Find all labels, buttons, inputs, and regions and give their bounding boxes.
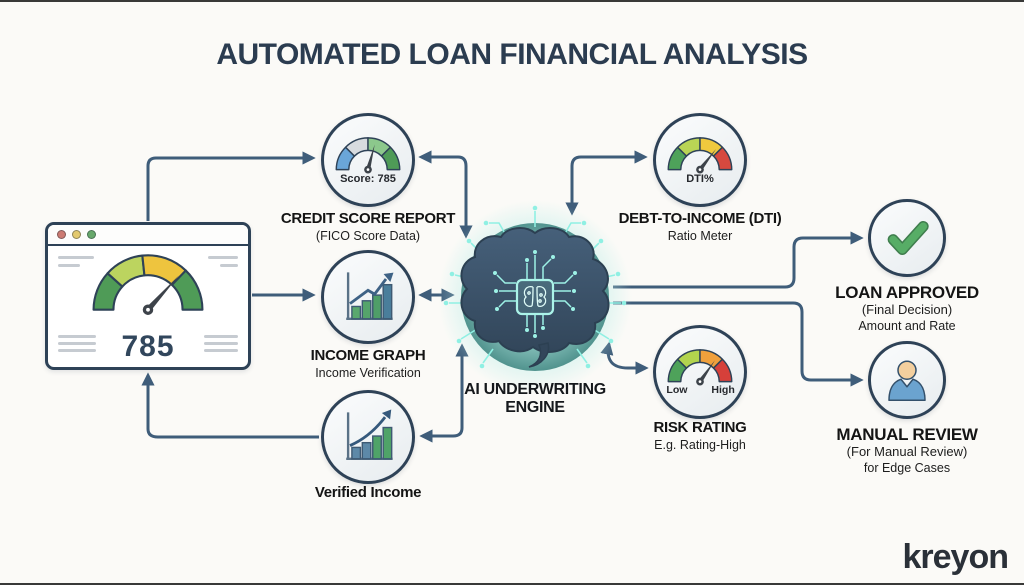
bar-chart-trend-icon bbox=[346, 272, 394, 320]
ai-engine-node bbox=[435, 197, 635, 402]
gauge-icon: DTI% bbox=[667, 137, 733, 185]
placeholder-line bbox=[58, 264, 80, 267]
gauge-needle bbox=[142, 275, 179, 315]
loan-approved-label: LOAN APPROVED (Final Decision) Amount an… bbox=[792, 283, 1022, 334]
risk-low-label: Low bbox=[666, 384, 688, 396]
person-icon bbox=[888, 360, 926, 401]
chip-icon bbox=[515, 278, 555, 316]
credit-score-subtitle: (FICO Score Data) bbox=[315, 229, 421, 243]
verified-income-title: Verified Income bbox=[314, 484, 422, 501]
browser-body: 785 bbox=[48, 246, 248, 366]
ai-engine-title-line2: ENGINE bbox=[505, 399, 565, 416]
income-graph-node bbox=[321, 250, 415, 344]
risk-rating-node: Low High bbox=[653, 325, 747, 419]
checkmark-icon bbox=[887, 220, 929, 256]
risk-high-label: High bbox=[711, 384, 734, 396]
risk-rating-label: RISK RATING E.g. Rating-High bbox=[585, 419, 815, 453]
loan-approved-node bbox=[868, 199, 946, 277]
gauge-arc bbox=[667, 349, 733, 383]
gauge-arc bbox=[335, 137, 401, 171]
person-head bbox=[897, 360, 917, 380]
placeholder-line bbox=[204, 349, 238, 352]
trend-arrow bbox=[349, 272, 394, 305]
ai-engine-label: AI UNDERWRITING ENGINE bbox=[420, 381, 650, 417]
placeholder-line bbox=[58, 256, 94, 259]
placeholder-line bbox=[208, 256, 238, 259]
chart-bars bbox=[351, 283, 393, 320]
dti-label: DEBT-TO-INCOME (DTI) Ratio Meter bbox=[585, 210, 815, 244]
income-graph-title: INCOME GRAPH bbox=[310, 347, 426, 364]
credit-score-value: 785 bbox=[121, 330, 175, 363]
manual-review-subtitle2: for Edge Cases bbox=[863, 461, 951, 475]
kreyon-logo: kreyon bbox=[902, 538, 1009, 576]
manual-review-subtitle: (For Manual Review) bbox=[846, 444, 968, 459]
loan-approved-title: LOAN APPROVED bbox=[835, 283, 979, 302]
browser-title-bar bbox=[48, 225, 248, 246]
loan-approved-subtitle2: Amount and Rate bbox=[858, 319, 956, 333]
chip-brain-glyph bbox=[523, 286, 547, 307]
window-maximize-dot-icon bbox=[87, 230, 96, 239]
placeholder-line bbox=[204, 342, 238, 345]
gauge-icon: Score: 785 bbox=[335, 137, 401, 185]
placeholder-line bbox=[220, 264, 238, 267]
loan-approved-subtitle: (Final Decision) bbox=[861, 302, 953, 317]
credit-score-title: CREDIT SCORE REPORT bbox=[280, 210, 456, 227]
gauge-arc bbox=[667, 137, 733, 171]
gauge-score-label: Score: 785 bbox=[340, 173, 396, 185]
browser-window-icon: 785 bbox=[45, 222, 251, 370]
income-graph-subtitle: Income Verification bbox=[315, 366, 421, 380]
bottom-edge-bar bbox=[0, 583, 1024, 585]
person-body bbox=[888, 378, 926, 401]
ai-engine-title-line1: AI UNDERWRITING bbox=[464, 381, 606, 398]
arrow-brain-approved bbox=[613, 231, 864, 289]
verified-income-label: Verified Income bbox=[253, 484, 483, 502]
window-close-dot-icon bbox=[57, 230, 66, 239]
gauge-icon: Low High bbox=[666, 349, 735, 396]
risk-rating-subtitle: E.g. Rating-High bbox=[654, 438, 746, 452]
trend-arrow bbox=[349, 409, 392, 447]
placeholder-line bbox=[58, 349, 96, 352]
income-graph-label: INCOME GRAPH Income Verification bbox=[253, 347, 483, 381]
gauge-arc bbox=[92, 254, 204, 311]
brain-silhouette bbox=[460, 227, 610, 353]
window-minimize-dot-icon bbox=[72, 230, 81, 239]
circuit-brain-icon bbox=[438, 200, 632, 394]
arrow-verified-to-browser bbox=[141, 372, 319, 439]
dti-node: DTI% bbox=[653, 113, 747, 207]
manual-review-title: MANUAL REVIEW bbox=[836, 425, 978, 444]
top-edge-bar bbox=[0, 0, 1024, 2]
credit-score-node: Score: 785 bbox=[321, 113, 415, 207]
manual-review-label: MANUAL REVIEW (For Manual Review) for Ed… bbox=[792, 425, 1022, 476]
chart-bars bbox=[351, 426, 393, 460]
risk-rating-title: RISK RATING bbox=[653, 419, 747, 436]
dti-title: DEBT-TO-INCOME (DTI) bbox=[618, 210, 782, 227]
bar-chart-curve-icon bbox=[346, 409, 393, 460]
manual-review-node bbox=[868, 341, 946, 419]
credit-score-gauge-icon bbox=[92, 254, 204, 315]
placeholder-line bbox=[58, 342, 96, 345]
placeholder-line bbox=[204, 335, 238, 338]
dti-gauge-label: DTI% bbox=[686, 173, 714, 185]
page-title: AUTOMATED LOAN FINANCIAL ANALYSIS bbox=[216, 38, 808, 71]
dti-subtitle: Ratio Meter bbox=[667, 229, 733, 243]
placeholder-line bbox=[58, 335, 96, 338]
brain-stem bbox=[528, 342, 550, 368]
credit-score-label: CREDIT SCORE REPORT (FICO Score Data) bbox=[253, 210, 483, 244]
verified-income-node bbox=[321, 390, 415, 484]
